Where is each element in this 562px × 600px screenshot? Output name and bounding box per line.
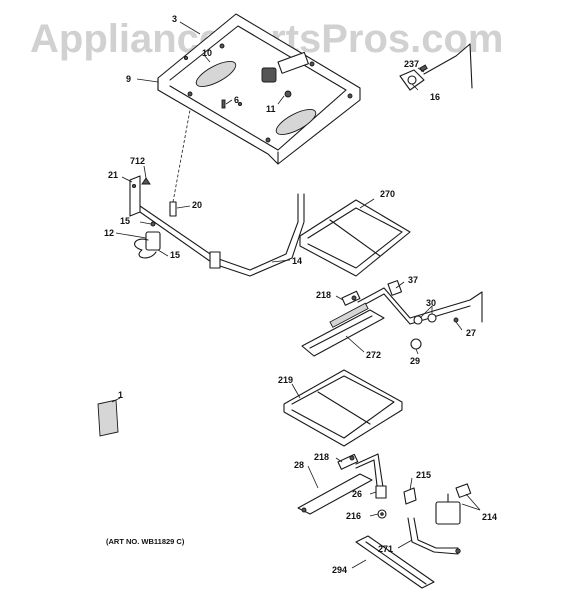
callout-15-a: 15 — [120, 216, 130, 226]
callout-214: 214 — [482, 512, 497, 522]
callout-labels: 3 10 9 6 11 237 16 712 21 20 15 12 15 14… — [104, 14, 497, 575]
callout-1: 1 — [118, 390, 123, 400]
washer-216 — [377, 509, 387, 519]
bracket-215 — [403, 487, 417, 505]
callout-215: 215 — [416, 470, 431, 480]
bracket-26 — [375, 485, 387, 499]
callout-9: 9 — [126, 74, 131, 84]
upper-orifice-218 — [341, 290, 361, 306]
callout-3: 3 — [172, 14, 177, 24]
callout-26: 26 — [352, 489, 362, 499]
art-number: (ART NO. WB11829 C) — [106, 537, 185, 546]
callout-21: 21 — [108, 170, 118, 180]
heat-shield-270 — [299, 199, 411, 277]
burner-box-pan — [157, 13, 361, 165]
callout-15-b: 15 — [170, 250, 180, 260]
lower-orifice-218 — [337, 453, 359, 470]
clip-37 — [387, 280, 403, 296]
igniter-214 — [435, 483, 472, 525]
manifold-bracket — [129, 175, 151, 217]
connector-29 — [410, 338, 422, 350]
callout-11: 11 — [266, 104, 276, 114]
screw-6 — [221, 99, 226, 109]
upper-gas-tube — [357, 287, 483, 325]
callout-28: 28 — [294, 460, 304, 470]
callout-294: 294 — [332, 565, 347, 575]
lower-burner-28 — [297, 473, 373, 515]
lower-tube-271 — [407, 517, 461, 555]
manifold-tube — [139, 193, 305, 277]
callout-219: 219 — [278, 375, 293, 385]
callout-271: 271 — [378, 544, 393, 554]
callout-20: 20 — [192, 200, 202, 210]
callout-29: 29 — [410, 356, 420, 366]
callout-216: 216 — [346, 511, 361, 521]
callout-272: 272 — [366, 350, 381, 360]
callout-270: 270 — [380, 189, 395, 199]
callout-12: 12 — [104, 228, 114, 238]
rail-294 — [355, 535, 435, 589]
callout-10: 10 — [202, 48, 212, 58]
callout-218-lower: 218 — [314, 452, 329, 462]
lower-shield-219 — [283, 369, 403, 447]
callout-37: 37 — [408, 275, 418, 285]
lower-gas-tube — [355, 453, 385, 495]
callout-712: 712 — [130, 156, 145, 166]
callout-14: 14 — [292, 256, 302, 266]
callout-30: 30 — [426, 298, 436, 308]
callout-27: 27 — [466, 328, 476, 338]
literature-1 — [97, 399, 119, 437]
leader-lines — [111, 21, 481, 569]
callout-6: 6 — [234, 95, 239, 105]
orifice-20 — [169, 109, 191, 217]
callout-237: 237 — [404, 59, 419, 69]
callout-16: 16 — [430, 92, 440, 102]
valve-and-wiring — [134, 221, 161, 259]
callout-218-upper: 218 — [316, 290, 331, 300]
burner-valve-assembly — [261, 51, 309, 98]
upper-burner-272 — [301, 302, 385, 357]
